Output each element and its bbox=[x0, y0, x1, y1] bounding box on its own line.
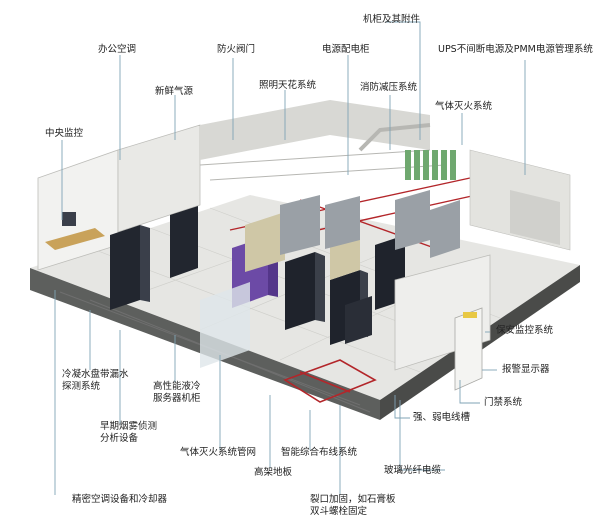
label-power-cabinet: 电源配电柜 bbox=[322, 44, 370, 55]
label-weak-strong-trough: 强、弱电线槽 bbox=[413, 412, 471, 423]
label-precision-ac: 精密空调设备和冷却器 bbox=[72, 494, 168, 505]
room-back-wall bbox=[200, 100, 430, 160]
label-office-ac: 办公空调 bbox=[98, 44, 137, 55]
rack-rows-back bbox=[280, 190, 460, 258]
office-desk bbox=[45, 228, 105, 250]
ups-cabinets bbox=[510, 190, 560, 245]
label-smoke-detect-line2: 分析设备 bbox=[100, 433, 139, 444]
label-fresh-air: 新鲜气源 bbox=[155, 86, 194, 97]
label-smart-cabling: 智能综合布线系统 bbox=[281, 447, 358, 458]
label-opening-line1: 裂口加固，如石膏板 bbox=[310, 494, 396, 505]
front-left-glass bbox=[200, 282, 250, 368]
label-hp-liquid-cool: 高性能液冷 服务器机柜 bbox=[153, 381, 201, 405]
label-smoke-detect: 早期烟雾侦测 分析设备 bbox=[100, 421, 157, 445]
label-hp-liquid-cool-line1: 高性能液冷 bbox=[153, 381, 201, 392]
label-gas-pipe-network: 气体灭火系统管网 bbox=[180, 447, 257, 458]
label-cabinet-accessories: 机柜及其附件 bbox=[363, 14, 421, 25]
underfloor-cables-red bbox=[283, 359, 377, 403]
server-racks bbox=[110, 206, 405, 345]
label-smoke-detect-line1: 早期烟雾侦测 bbox=[100, 421, 158, 432]
label-security-monitor: 保安监控系统 bbox=[496, 325, 554, 336]
label-raised-floor: 高架地板 bbox=[254, 467, 293, 478]
alarm-display-icon bbox=[463, 312, 477, 318]
fire-relief-pipe bbox=[358, 123, 431, 152]
central-monitor-icon bbox=[62, 212, 76, 226]
label-ups-pmm: UPS不间断电源及PMM电源管理系统 bbox=[438, 44, 593, 55]
label-access-control: 门禁系统 bbox=[484, 397, 523, 408]
label-gas-extinguish: 气体灭火系统 bbox=[435, 101, 493, 112]
leader-lines bbox=[54, 21, 526, 495]
label-fiber-cable: 玻璃光纤电缆 bbox=[384, 465, 442, 476]
beige-racks bbox=[245, 212, 285, 272]
label-alarm-display: 报警显示器 bbox=[502, 364, 550, 375]
label-condensate-leak-line2: 探测系统 bbox=[62, 381, 101, 392]
label-hp-liquid-cool-line2: 服务器机柜 bbox=[153, 393, 201, 404]
label-condensate-leak: 冷凝水盘带漏水 探测系统 bbox=[62, 369, 129, 393]
label-opening-line2: 双斗螺栓固定 bbox=[310, 506, 368, 517]
label-opening: 裂口加固，如石膏板 双斗螺栓固定 bbox=[310, 494, 396, 518]
label-lighting: 照明天花系统 bbox=[259, 80, 317, 91]
label-fire-valve: 防火阀门 bbox=[217, 44, 256, 55]
gas-cylinders bbox=[405, 150, 456, 180]
partition-wall bbox=[117, 124, 201, 233]
label-condensate-leak-line1: 冷凝水盘带漏水 bbox=[62, 369, 129, 380]
label-central-monitor: 中央监控 bbox=[45, 128, 84, 139]
label-fire-pressure-relief: 消防减压系统 bbox=[360, 82, 418, 93]
door-icon bbox=[454, 307, 483, 391]
